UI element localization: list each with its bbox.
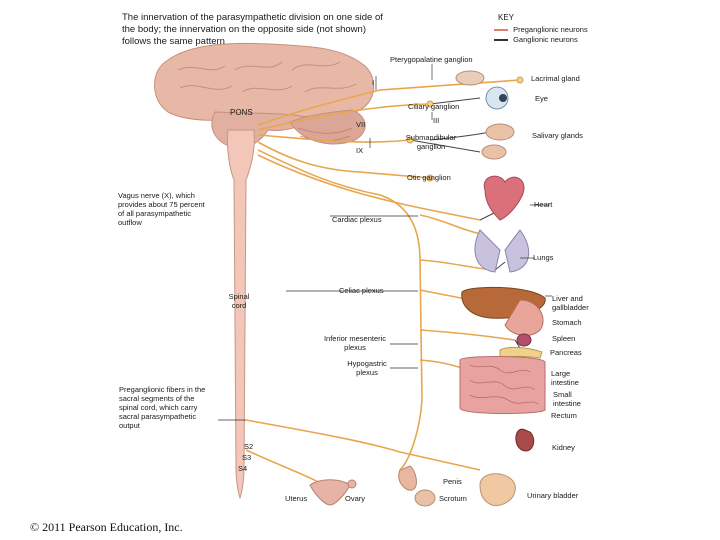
copyright-notice: © 2011 Pearson Education, Inc. (30, 520, 183, 534)
organs (309, 70, 546, 507)
label-ovary: Ovary (345, 494, 366, 503)
label-inferior-mesenteric: Inferior mesenteric plexus (323, 334, 387, 352)
key-ganglionic-label: Ganglionic neurons (513, 35, 578, 44)
salivary-gland-shape (485, 123, 515, 141)
label-large-intestine: Large intestine (551, 369, 579, 387)
key-preganglionic-label: Preganglionic neurons (513, 25, 588, 34)
label-scrotum: Scrotum (439, 494, 467, 503)
label-cardiac-plexus: Cardiac plexus (332, 215, 382, 224)
label-salivary: Salivary glands (532, 131, 583, 140)
figure-title: The innervation of the parasympathetic d… (122, 12, 383, 47)
label-kidney: Kidney (552, 443, 575, 452)
preganglionic-nerves (245, 79, 521, 491)
salivary-gland-shape-2 (481, 144, 507, 160)
ganglia (406, 76, 524, 182)
uterus-shape (309, 479, 351, 506)
label-hypogastric: Hypogastric plexus (347, 359, 387, 377)
spinal-cord-illustration (227, 129, 255, 500)
label-uterus: Uterus (285, 494, 308, 503)
label-small-intestine: Small intestine (553, 390, 581, 408)
label-rectum: Rectum (551, 411, 577, 420)
label-celiac-plexus: Celiac plexus (339, 286, 384, 295)
label-heart: Heart (534, 200, 553, 209)
label-nerve-VII: VII (356, 120, 366, 129)
label-nerve-IX: IX (356, 146, 364, 155)
label-spleen: Spleen (552, 334, 576, 343)
ganglionic-swatch (494, 39, 508, 42)
label-spinal-cord: Spinal cord (228, 292, 250, 310)
kidney-shape (515, 428, 535, 452)
lungs-shape (474, 229, 530, 273)
label-ciliary: Ciliary ganglion (408, 102, 460, 111)
eye-shape (485, 86, 509, 110)
bladder-shape (479, 473, 516, 507)
label-preganglionic-fibers: Preganglionic fibers in the sacral segme… (119, 385, 206, 430)
label-pons: PONS (230, 108, 253, 117)
label-urinary-bladder: Urinary bladder (527, 491, 579, 500)
leader-lines (218, 64, 552, 421)
label-penis: Penis (443, 477, 462, 486)
key-preganglionic-row: Preganglionic neurons (494, 25, 588, 34)
lacrimal-gland-shape (455, 70, 485, 86)
label-lungs: Lungs (533, 253, 554, 262)
label-s2: S2 (244, 442, 254, 451)
label-nerve-III: III (433, 116, 440, 125)
label-pterygopalatine: Pterygopalatine ganglion (390, 55, 473, 64)
label-pancreas: Pancreas (550, 348, 582, 357)
label-lacrimal: Lacrimal gland (531, 74, 580, 83)
label-liver: Liver and gallbladder (552, 294, 589, 312)
label-eye: Eye (535, 94, 548, 103)
label-vagus: Vagus nerve (X), which provides about 75… (118, 191, 205, 227)
label-s4: S4 (238, 464, 248, 473)
brain-illustration (154, 42, 375, 149)
label-s3: S3 (242, 453, 252, 462)
penis-shape (398, 465, 417, 491)
label-submandibular: Submandibular ganglion (405, 133, 457, 151)
spleen-shape (516, 333, 532, 347)
intestine-shape (459, 356, 546, 414)
pupil-shape (499, 94, 507, 102)
key-ganglionic-row: Ganglionic neurons (494, 35, 578, 44)
label-stomach: Stomach (552, 318, 582, 327)
label-otic: Otic ganglion (407, 173, 451, 182)
label-nerve-I: I (372, 78, 375, 87)
heart-shape (483, 175, 525, 221)
ovary-shape (347, 479, 357, 489)
preganglionic-swatch (494, 29, 508, 32)
stomach-shape (504, 299, 544, 336)
scrotum-shape (414, 489, 436, 507)
key-heading: KEY (498, 13, 515, 22)
